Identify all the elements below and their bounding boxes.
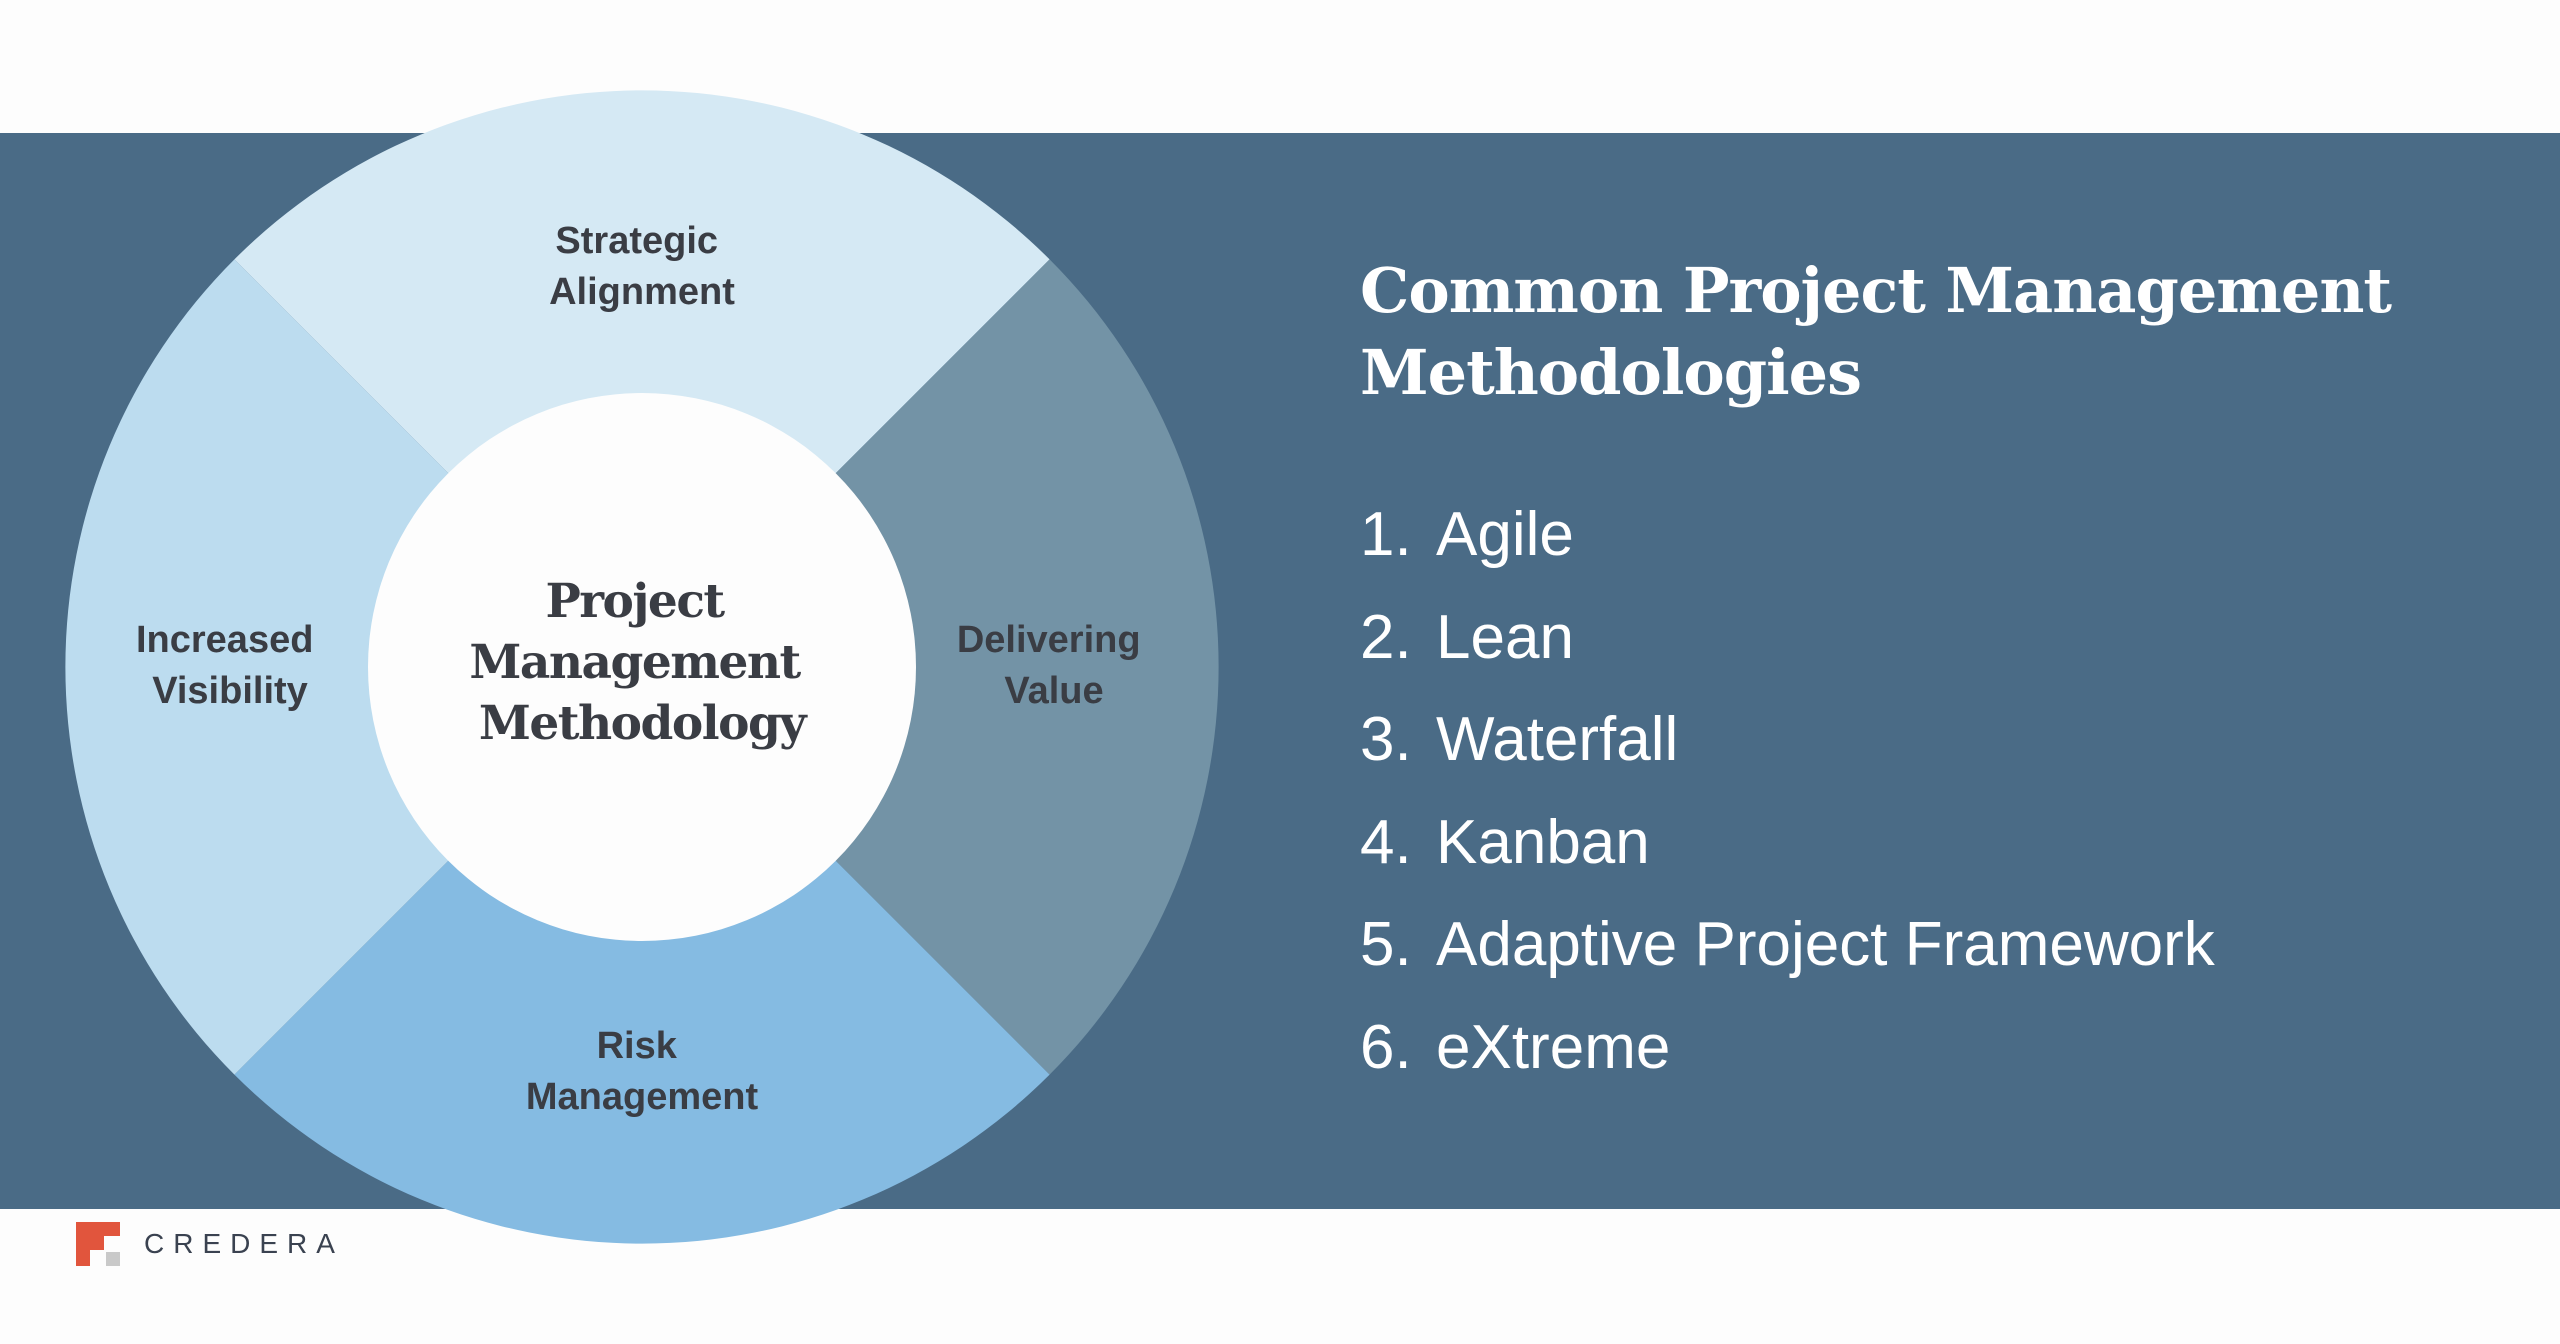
- list-item: 3. Waterfall: [1360, 689, 2215, 792]
- item-name: Adaptive Project Framework: [1436, 910, 2215, 979]
- segment-bottom: [234, 857, 1050, 1244]
- item-name: Kanban: [1436, 807, 1650, 877]
- item-number: 6.: [1360, 1012, 1412, 1082]
- center-circle: [368, 393, 916, 941]
- segment-right: [832, 259, 1219, 1075]
- segment-right-label: Delivering Value: [957, 619, 1151, 712]
- segment-bottom-label: Risk Management: [526, 1025, 759, 1118]
- methodology-list: 1. Agile 2. Lean 3. Waterfall 4. Kanban …: [1360, 484, 2215, 1099]
- list-item: 2. Lean: [1360, 587, 2215, 690]
- item-number: 5.: [1360, 910, 1412, 979]
- list-item: 6. eXtreme: [1360, 997, 2215, 1100]
- list-item: 5. Adaptive Project Framework: [1360, 894, 2215, 997]
- heading-line: Common Project Management: [1360, 254, 2392, 327]
- methodologies-heading: Common Project Management Methodologies: [1360, 250, 2480, 414]
- credera-logo-icon: [76, 1222, 120, 1266]
- brand-logo: CREDERA: [76, 1222, 344, 1266]
- item-name: Waterfall: [1436, 705, 1679, 774]
- item-number: 1.: [1360, 500, 1412, 569]
- segment-top-label: Strategic Alignment: [549, 220, 735, 313]
- brand-name: CREDERA: [144, 1228, 344, 1259]
- item-name: Agile: [1436, 500, 1574, 569]
- item-name: Lean: [1436, 602, 1574, 672]
- list-item: 4. Kanban: [1360, 792, 2215, 895]
- item-name: eXtreme: [1436, 1012, 1671, 1082]
- item-number: 2.: [1360, 602, 1412, 672]
- list-item: 1. Agile: [1360, 484, 2215, 587]
- segment-left: [65, 259, 452, 1075]
- segment-left-label: Increased Visibility: [136, 619, 324, 712]
- item-number: 4.: [1360, 807, 1412, 877]
- methodology-wheel: Strategic Alignment Delivering Value Ris…: [65, 90, 1219, 1244]
- item-number: 3.: [1360, 705, 1412, 774]
- segment-top: [234, 90, 1050, 477]
- heading-line: Methodologies: [1360, 336, 1862, 409]
- center-label: Project Management Methodology: [469, 574, 814, 751]
